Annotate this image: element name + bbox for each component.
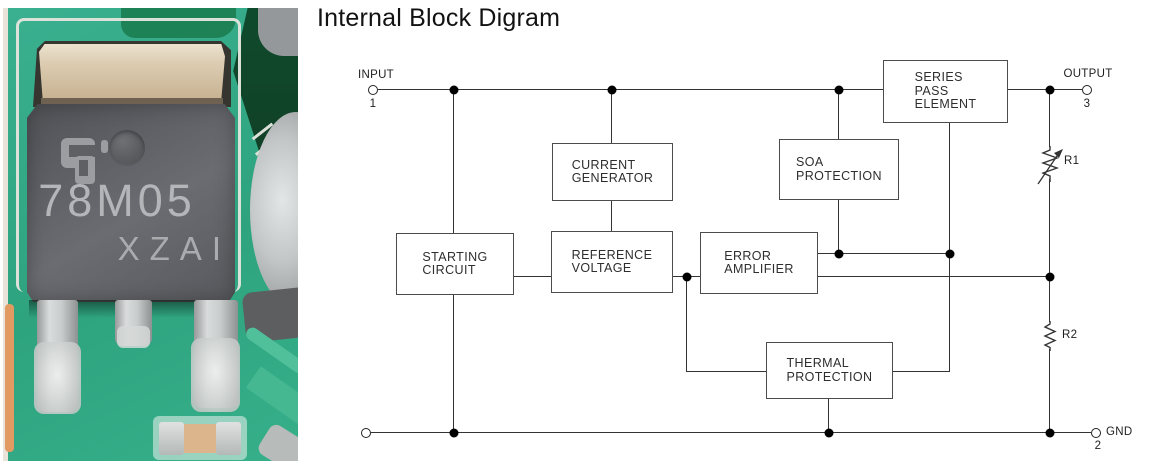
block-soa-protection: SOA PROTECTION xyxy=(779,139,899,200)
label-pin-1: 1 xyxy=(369,98,377,110)
chip-marking-part-number: 78M05 xyxy=(38,175,196,226)
silkscreen-outline xyxy=(16,18,241,292)
block-label: ERROR AMPLIFIER xyxy=(724,248,794,276)
manufacturer-logo-icon xyxy=(59,132,113,188)
block-series-pass-element: SERIES PASS ELEMENT xyxy=(883,60,1008,123)
wire-input-rail xyxy=(378,89,883,91)
block-label: SOA PROTECTION xyxy=(796,155,882,183)
wire-r2-to-ground xyxy=(1049,349,1051,433)
neighbor-component xyxy=(5,304,14,452)
smd-capacitor-terminal xyxy=(216,422,241,455)
neighbor-component xyxy=(258,8,298,56)
block-reference-voltage: REFERENCE VOLTAGE xyxy=(551,231,673,293)
wire-to-thermal-right xyxy=(893,371,950,373)
label-r1: R1 xyxy=(1064,155,1080,167)
figure-title: Internal Block Digram xyxy=(317,4,561,32)
junction-dot xyxy=(945,249,955,259)
wire-soa-to-error-output xyxy=(838,200,840,254)
wire-thermal-to-ground xyxy=(828,399,830,433)
block-label: THERMAL PROTECTION xyxy=(786,356,873,384)
wire-starting-to-ground xyxy=(453,295,455,433)
resistor-r1-icon xyxy=(1037,146,1063,185)
block-current-generator: CURRENT GENERATOR xyxy=(552,143,673,201)
logo-shape xyxy=(79,160,88,176)
smd-capacitor-body xyxy=(184,424,216,453)
label-gnd: GND xyxy=(1106,426,1133,438)
logo-shape xyxy=(101,140,108,153)
chip-metal-tab xyxy=(39,44,225,100)
block-thermal-protection: THERMAL PROTECTION xyxy=(766,342,893,399)
mold-circle-mark xyxy=(109,130,145,166)
label-r2: R2 xyxy=(1062,329,1078,341)
label-pin-3: 3 xyxy=(1083,98,1091,110)
block-label: REFERENCE VOLTAGE xyxy=(571,247,653,275)
junction-dot xyxy=(1045,272,1055,282)
terminal-output xyxy=(1082,85,1092,95)
terminal-ground-left xyxy=(361,428,371,438)
label-pin-2: 2 xyxy=(1094,440,1102,452)
junction-dot xyxy=(834,85,844,95)
wire-rail-to-soa xyxy=(838,89,840,139)
block-starting-circuit: STARTING CIRCUIT xyxy=(396,233,514,295)
wire-node-to-thermal xyxy=(686,276,688,372)
block-label: CURRENT GENERATOR xyxy=(571,157,654,185)
solder-joint xyxy=(191,338,240,412)
pcb-photo: 78M05 XZAI xyxy=(3,8,298,461)
terminal-gnd xyxy=(1091,428,1101,438)
wire-rail-to-starting xyxy=(453,89,455,233)
solder-joint xyxy=(34,342,81,414)
resistor-r2-icon xyxy=(1043,321,1057,351)
junction-dot xyxy=(449,428,459,438)
junction-dot xyxy=(607,85,617,95)
smd-capacitor-terminal xyxy=(159,422,184,455)
junction-dot xyxy=(449,85,459,95)
wire-output-rail xyxy=(1008,89,1082,91)
wire-current-gen-to-reference xyxy=(611,201,613,231)
junction-dot xyxy=(834,249,844,259)
junction-dot xyxy=(1045,85,1055,95)
logo-shape xyxy=(69,145,95,157)
junction-dot xyxy=(824,428,834,438)
wire-error-amp-lower-output xyxy=(818,276,1050,278)
pcb-shadow-top xyxy=(121,8,236,38)
chip-tab-underside xyxy=(41,98,223,109)
block-label: SERIES PASS ELEMENT xyxy=(914,70,977,112)
wire-r1-to-r2 xyxy=(1049,179,1051,322)
block-label: STARTING CIRCUIT xyxy=(422,249,488,277)
wire-starting-to-reference xyxy=(514,276,551,278)
terminal-input xyxy=(368,85,378,95)
block-error-amplifier: ERROR AMPLIFIER xyxy=(700,232,818,294)
wire-output-to-r1 xyxy=(1049,89,1051,147)
wire-rail-to-current-gen xyxy=(611,89,613,143)
solder-joint xyxy=(117,326,150,348)
chip-marking-lot-code: XZAI xyxy=(117,230,231,267)
junction-dot xyxy=(682,272,692,282)
label-output: OUTPUT xyxy=(1063,68,1113,80)
junction-dot xyxy=(1045,428,1055,438)
wire-error-amp-upper-output xyxy=(818,253,950,255)
label-input: INPUT xyxy=(358,69,394,81)
wire-to-thermal-left xyxy=(687,371,766,373)
wire-ground-rail xyxy=(371,432,1091,434)
photo-edge-strip xyxy=(3,8,8,461)
wire-series-pass-drive xyxy=(949,123,951,372)
